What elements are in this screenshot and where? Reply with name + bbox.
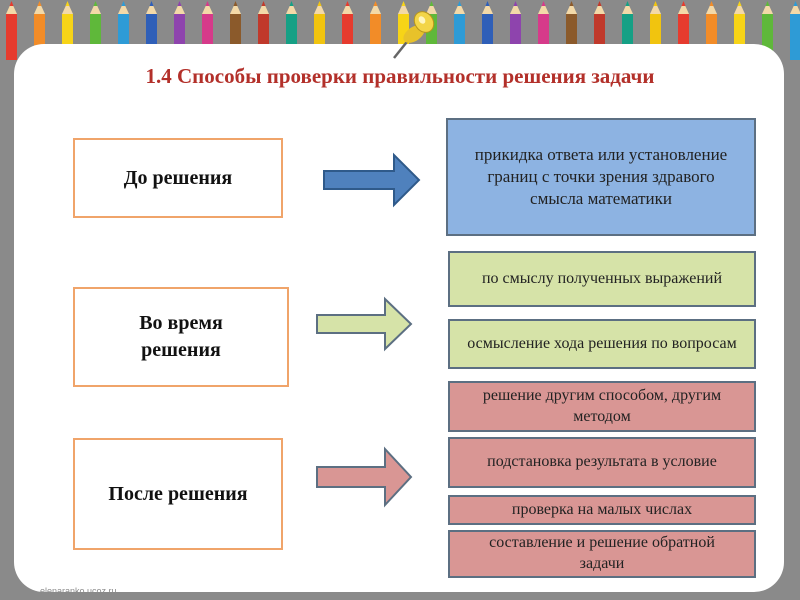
- during-method-box: осмысление хода решения по вопросам: [448, 319, 756, 369]
- after-method-box: решение другим способом, другим методом: [448, 381, 756, 432]
- before-method-box: прикидка ответа или установление границ …: [446, 118, 756, 236]
- during-method-box: по смыслу полученных выражений: [448, 251, 756, 307]
- after-method-box: составление и решение обратной задачи: [448, 530, 756, 578]
- stage-after: После решения: [73, 438, 283, 550]
- after-method-box: подстановка результата в условие: [448, 437, 756, 488]
- stage-during: Во время решения: [73, 287, 289, 387]
- arrow-during: [315, 296, 415, 352]
- watermark: elenaranko.ucoz.ru: [40, 586, 117, 596]
- stage-before: До решения: [73, 138, 283, 218]
- slide-title: 1.4 Способы проверки правильности решени…: [0, 64, 800, 89]
- arrow-before: [322, 152, 422, 208]
- after-method-box: проверка на малых числах: [448, 495, 756, 525]
- pushpin-icon: [380, 8, 440, 66]
- arrow-after: [315, 446, 415, 508]
